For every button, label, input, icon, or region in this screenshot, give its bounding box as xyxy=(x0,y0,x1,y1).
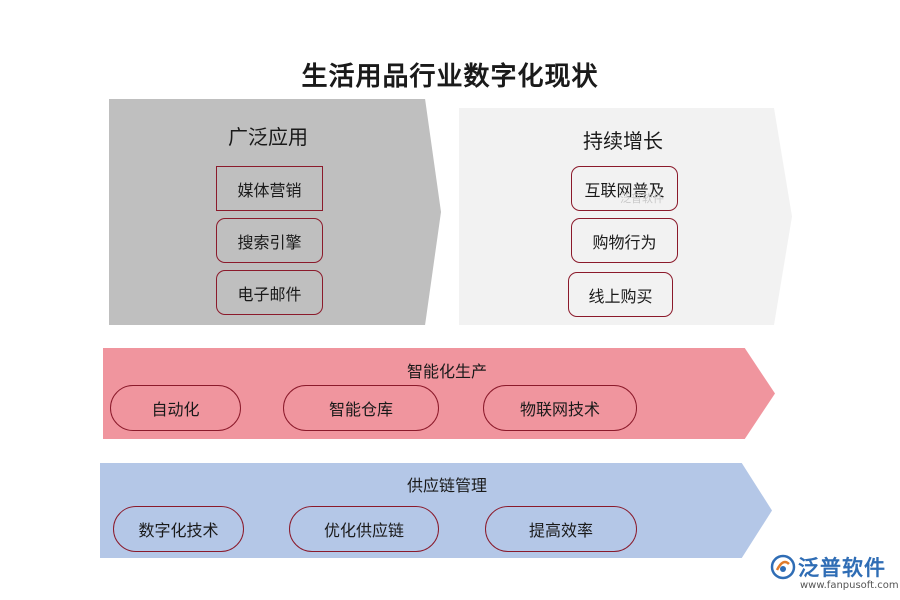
box-media-marketing: 媒体营销 xyxy=(216,166,323,211)
panel-heading-wide-application: 广泛应用 xyxy=(228,125,308,149)
panel-heading-intelligent-production: 智能化生产 xyxy=(407,362,488,381)
pill-optimize-supply-chain: 优化供应链 xyxy=(289,506,439,552)
box-search-engine: 搜索引擎 xyxy=(216,218,323,263)
panel-heading-supply-chain-management: 供应链管理 xyxy=(407,476,488,495)
panel-sustained-growth xyxy=(459,108,792,325)
watermark-text: 泛普软件 xyxy=(620,192,664,205)
pill-digital-technology: 数字化技术 xyxy=(113,506,244,552)
fanpu-logo-icon xyxy=(770,554,796,580)
panel-supply-chain-management xyxy=(100,463,772,558)
panel-intelligent-production xyxy=(103,348,775,439)
panel-wide-application xyxy=(109,99,441,325)
pill-automation: 自动化 xyxy=(110,385,241,431)
pill-iot-technology: 物联网技术 xyxy=(483,385,637,431)
logo-url: www.fanpusoft.com xyxy=(800,580,899,591)
box-online-purchase: 线上购买 xyxy=(568,272,673,317)
logo-name: 泛普软件 xyxy=(798,556,886,580)
box-shopping-behavior: 购物行为 xyxy=(571,218,678,263)
pill-smart-warehouse: 智能仓库 xyxy=(283,385,439,431)
box-internet-popularization: 互联网普及 xyxy=(571,166,678,211)
diagram-title: 生活用品行业数字化现状 xyxy=(301,62,599,92)
pill-improve-efficiency: 提高效率 xyxy=(485,506,637,552)
box-email: 电子邮件 xyxy=(216,270,323,315)
brand-logo: 泛普软件 www.fanpusoft.com xyxy=(770,552,899,596)
panel-heading-sustained-growth: 持续增长 xyxy=(583,129,663,153)
